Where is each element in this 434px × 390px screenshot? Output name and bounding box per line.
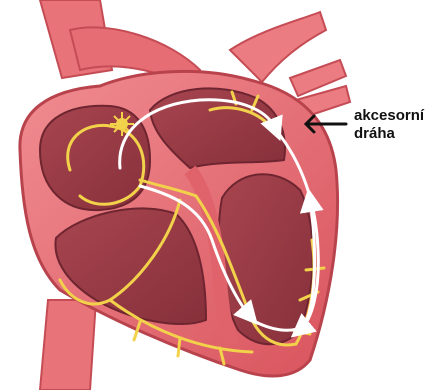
annotation-label-line-2: dráha <box>354 125 396 142</box>
annotation-label-line-1: akcesorní <box>354 107 425 124</box>
left-ventricle <box>219 174 313 344</box>
arrow-left-icon <box>306 116 346 132</box>
inferior-vena-cava <box>40 300 96 390</box>
